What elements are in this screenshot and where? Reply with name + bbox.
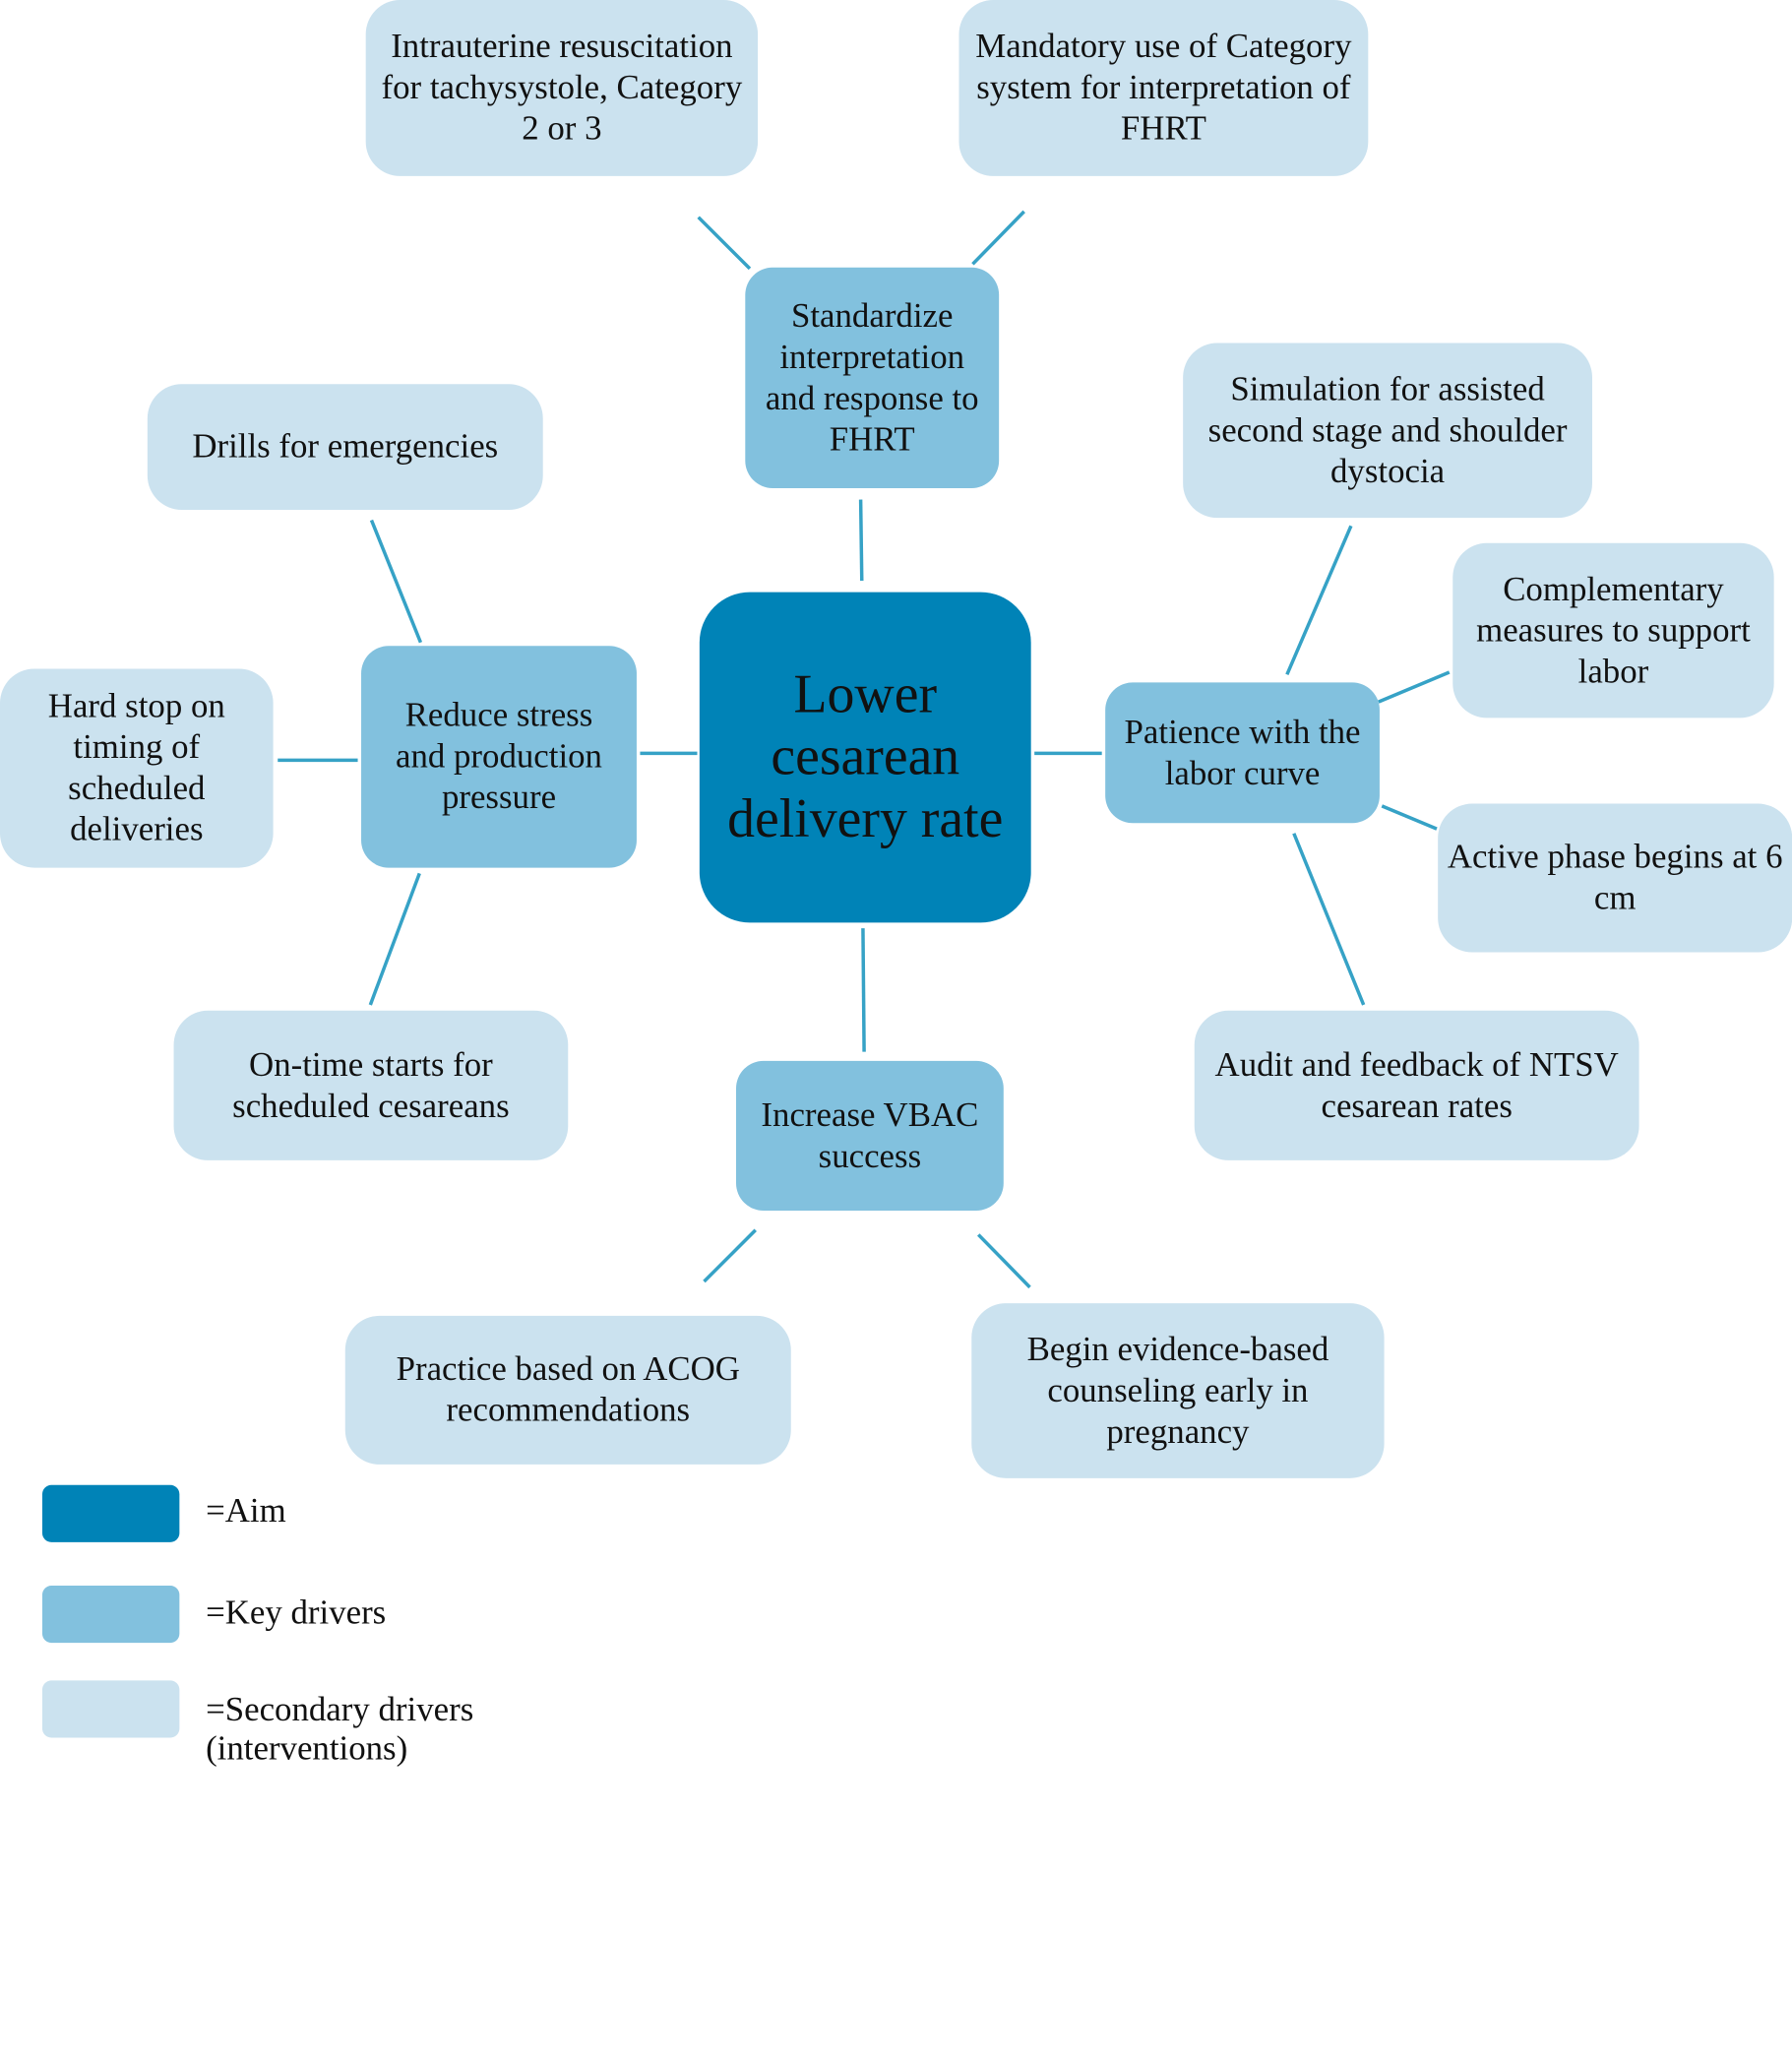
connector-standardize-intrauterine (697, 216, 752, 271)
aim-box: Lower cesarean delivery rate (699, 592, 1031, 923)
secondary-driver-audit: Audit and feedback of NTSV cesarean rate… (1194, 1010, 1639, 1160)
connector-patience-simulation (1285, 525, 1353, 675)
secondary-driver-label: On-time starts for scheduled cesareans (232, 1045, 510, 1125)
key-driver-vbac: Increase VBAC success (736, 1060, 1004, 1212)
secondary-driver-label: Active phase begins at 6 cm (1447, 838, 1783, 917)
connector-standardize-mandatory (971, 210, 1025, 266)
secondary-driver-drills: Drills for emergencies (147, 384, 543, 511)
key-driver-label: Patience with the labor curve (1124, 713, 1361, 792)
secondary-driver-counseling: Begin evidence-based counseling early in… (971, 1303, 1385, 1478)
secondary-driver-complementary: Complementary measures to support labor (1452, 542, 1774, 719)
legend-swatch-key-drivers (41, 1586, 180, 1644)
connector-aim-vbac (861, 928, 866, 1052)
key-driver-standardize: Standardize interpretation and response … (745, 267, 1000, 488)
connector-lines (278, 210, 1451, 1289)
connector-aim-standardize (858, 499, 864, 582)
legend-label-aim: =Aim (206, 1491, 286, 1531)
aim-label: Lower cesarean delivery rate (727, 663, 1004, 849)
secondary-driver-active-phase: Active phase begins at 6 cm (1438, 803, 1792, 953)
connector-patience-audit (1292, 833, 1366, 1006)
connector-patience-active (1381, 804, 1438, 831)
secondary-driver-acog: Practice based on ACOG recommendations (344, 1315, 791, 1465)
secondary-driver-label: Intrauterine resuscitation for tachysyst… (381, 27, 743, 148)
connector-reduce-ontime (368, 872, 421, 1006)
connector-patience-complementary (1378, 670, 1451, 704)
legend-swatch-aim (41, 1484, 180, 1542)
connector-vbac-acog (703, 1228, 757, 1283)
secondary-driver-label: Begin evidence-based counseling early in… (1026, 1330, 1329, 1451)
secondary-driver-mandatory-category: Mandatory use of Category system for int… (958, 0, 1369, 176)
secondary-driver-simulation: Simulation for assisted second stage and… (1183, 343, 1592, 519)
legend-label-secondary-drivers: =Secondary drivers (206, 1690, 474, 1729)
legend-swatch-secondary-drivers (41, 1680, 180, 1738)
connector-reduce-drills (369, 519, 423, 644)
secondary-driver-label: Audit and feedback of NTSV cesarean rate… (1214, 1045, 1619, 1125)
secondary-driver-label: Hard stop on timing of scheduled deliver… (47, 687, 225, 848)
connector-vbac-counseling (976, 1233, 1031, 1289)
key-driver-label: Standardize interpretation and response … (765, 296, 979, 459)
key-driver-label: Reduce stress and production pressure (395, 696, 602, 817)
legend-label-interventions: (interventions) (206, 1729, 408, 1768)
legend-label-key-drivers: =Key drivers (206, 1593, 387, 1632)
secondary-driver-intrauterine: Intrauterine resuscitation for tachysyst… (365, 0, 759, 176)
key-driver-patience: Patience with the labor curve (1105, 682, 1380, 824)
secondary-driver-label: Drills for emergencies (192, 427, 499, 466)
secondary-driver-label: Mandatory use of Category system for int… (975, 27, 1352, 148)
secondary-driver-label: Simulation for assisted second stage and… (1207, 369, 1568, 490)
secondary-driver-hard-stop: Hard stop on timing of scheduled deliver… (0, 668, 274, 868)
secondary-driver-label: Practice based on ACOG recommendations (396, 1349, 740, 1429)
secondary-driver-label: Complementary measures to support labor (1476, 570, 1751, 690)
secondary-driver-on-time-starts: On-time starts for scheduled cesareans (173, 1010, 569, 1160)
key-driver-reduce-stress: Reduce stress and production pressure (361, 646, 637, 868)
key-driver-label: Increase VBAC success (761, 1095, 979, 1175)
